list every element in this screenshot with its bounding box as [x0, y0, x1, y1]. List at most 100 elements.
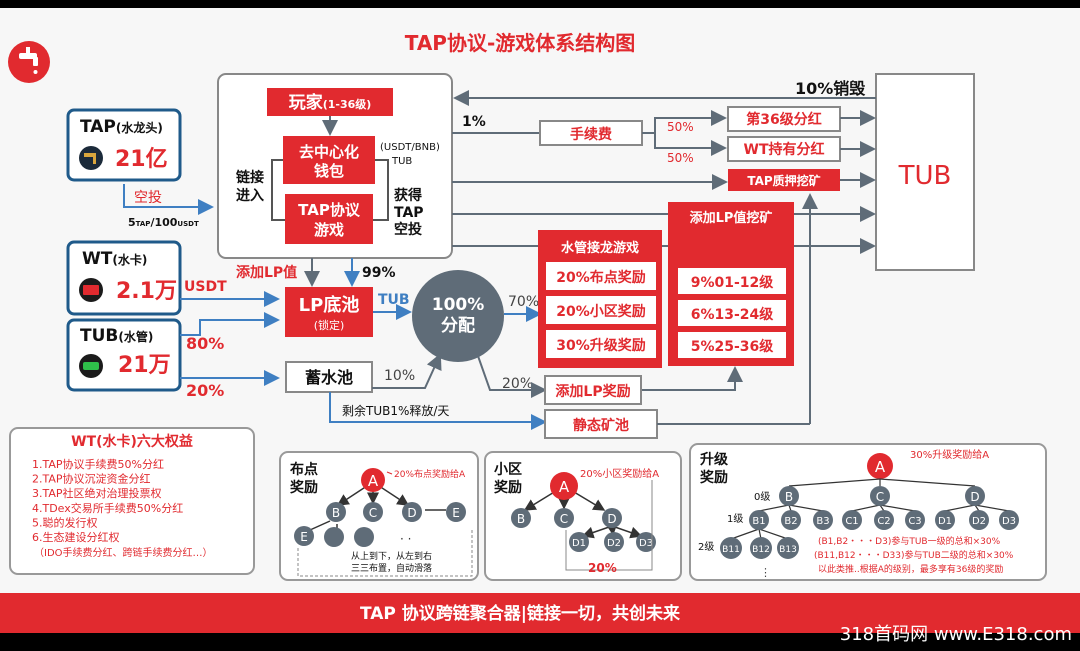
wallet-line2: 钱包 [314, 162, 344, 180]
shengji-title2: 奖励 [700, 469, 728, 486]
alloc-to-lp-reward-arrow [477, 355, 547, 398]
shengji-node [781, 510, 801, 530]
tap-box: TAP(水龙头) 21亿 [66, 108, 182, 182]
water-game-title: 水管接龙游戏 [561, 240, 639, 256]
shengji-lvl1: 1级 [727, 513, 743, 525]
game-item-box [546, 262, 656, 290]
shengji-node-a [867, 453, 893, 479]
shengji-line1: (B1,B2・・・D3)参与TUB一级的总和×30% [818, 535, 1001, 547]
footer-text: TAP 协议跨链聚合器|链接一切，共创未来 [360, 603, 681, 624]
faucet-icon [8, 41, 50, 83]
lp-pool-box [285, 287, 373, 337]
budian-e-right: E [452, 506, 460, 520]
get-airdrop-3: 空投 [394, 221, 422, 238]
page-title: TAP协议-游戏体系结构图 [405, 31, 636, 55]
pct1-label: 1% [462, 114, 486, 130]
budian-node-e-right [446, 502, 466, 522]
shengji-node-label: D3 [1002, 516, 1016, 527]
xiaoqu-node-label: B [517, 512, 525, 526]
airdrop-label: 空投 [134, 190, 162, 206]
shengji-node-label: B3 [816, 516, 829, 527]
fee-to-wt-arrow [654, 133, 727, 156]
lp-item-box [678, 332, 786, 358]
shengji-edge [730, 528, 760, 540]
wt-box: WT(水卡) 2.1万 [66, 240, 182, 316]
airdrop-price: 5TAP/100USDT [128, 216, 199, 229]
shengji-node [750, 537, 772, 559]
shengji-line2: (B11,B12・・・D33)参与TUB二级的总和×30% [814, 549, 1014, 561]
xiaoqu-node [636, 532, 656, 552]
budian-e-left: E [300, 530, 308, 544]
tap-stake-label: TAP质押挖矿 [747, 173, 820, 188]
lvl36-div-box [727, 106, 841, 132]
shengji-lvl2: 2级 [698, 541, 714, 553]
tub-value: 21万 [118, 353, 171, 378]
lp-locked: (锁定) [314, 318, 345, 332]
usdt-label: USDT [184, 279, 227, 295]
get-airdrop-2: TAP [394, 205, 424, 221]
budian-node-blank-2 [354, 527, 374, 547]
shengji-node [779, 486, 799, 506]
burn-label: 10%销毁 [795, 79, 866, 98]
xiaoqu-panel [484, 451, 682, 581]
xiaoqu-title1: 小区 [494, 462, 522, 478]
link-bracket [271, 159, 285, 221]
tap-stake-box [728, 169, 840, 191]
tap-game-box [285, 194, 373, 244]
wt-right-item: 1.TAP协议手续费50%分红 [32, 457, 164, 471]
pct70-label: 70% [508, 294, 539, 310]
shengji-node-label: B1 [752, 516, 765, 527]
allocation-circle [412, 270, 504, 362]
lvl36-div-label: 第36级分红 [746, 111, 821, 128]
wt-rights-note: （IDO手续费分红、跨链手续费分红…） [34, 546, 213, 559]
shengji-node-label: D1 [938, 516, 952, 527]
shengji-edge [788, 478, 881, 487]
shengji-vdots: ⋮ [760, 566, 771, 579]
budian-title1: 布点 [290, 461, 318, 478]
budian-edge-be [309, 520, 331, 531]
alloc-label: 分配 [441, 316, 475, 336]
shengji-node [870, 486, 890, 506]
wt-rights-title: WT(水卡)六大权益 [71, 433, 193, 450]
lp-item-label: 9%01-12级 [691, 274, 775, 291]
shengji-node-label: B11 [722, 545, 740, 555]
wt-right-item: 5.聪的发行权 [32, 515, 98, 529]
lp-item-label: 5%25-36级 [691, 338, 775, 355]
add-lp-reward-label: 添加LP奖励 [555, 383, 630, 400]
footer-bar [0, 593, 1080, 633]
budian-node-label: C [369, 506, 377, 520]
tap-sub: (水龙头) [116, 120, 163, 135]
tub-right-label: TUB [898, 161, 952, 191]
wt-value: 2.1万 [116, 279, 177, 304]
airdrop-arrow [123, 184, 214, 215]
pct80-arrow [180, 312, 280, 336]
game-item-label: 20%布点奖励 [556, 269, 646, 286]
watermark: 318首码网 www.E318.com [840, 624, 1072, 645]
fee-box [539, 120, 643, 146]
shengji-edge [944, 504, 976, 512]
xiaoqu-node-label: D1 [572, 538, 586, 549]
shengji-node-label: D2 [972, 516, 986, 527]
shengji-edges [730, 478, 1010, 540]
wallet-box [283, 136, 375, 184]
shengji-note: 30%升级奖励给A [910, 448, 989, 461]
pct10-label: 10% [384, 368, 415, 384]
wt-right-item: 3.TAP社区绝对治理投票权 [32, 486, 162, 500]
wt-rights-list: 1.TAP协议手续费50%分红2.TAP协议沉淀资金分红3.TAP社区绝对治理投… [32, 457, 183, 544]
shengji-edge [788, 504, 792, 512]
xiaoqu-node [569, 532, 589, 552]
shengji-node [905, 510, 925, 530]
card-icon [79, 278, 103, 302]
wt-right-item: 2.TAP协议沉淀资金分红 [32, 472, 151, 486]
pct50b-label: 50% [667, 151, 694, 165]
tub-small: TUB [391, 156, 412, 167]
pct99-label: 99% [362, 265, 396, 281]
svg-text:TAP(水龙头): TAP(水龙头) [80, 117, 163, 137]
budian-node-e-left [294, 526, 314, 546]
shengji-node [965, 486, 985, 506]
